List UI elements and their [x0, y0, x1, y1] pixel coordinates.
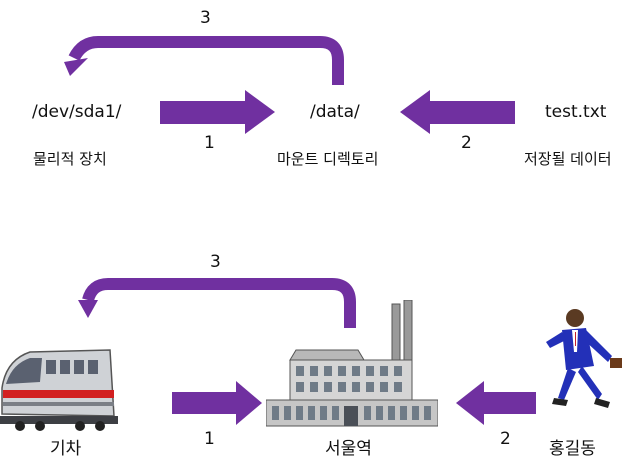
top-step-2-label: 2: [461, 133, 472, 153]
top-arrow-3: [64, 36, 344, 85]
bottom-middle-caption: 서울역: [325, 439, 372, 459]
bottom-step-1-label: 1: [204, 429, 215, 449]
top-source-path: /dev/sda1/: [32, 102, 122, 122]
top-target-path: test.txt: [545, 102, 607, 122]
bottom-step-2-label: 2: [500, 429, 511, 449]
running-man-icon: [546, 309, 622, 408]
top-source-caption: 물리적 장치: [33, 150, 107, 168]
top-step-1-label: 1: [204, 133, 215, 153]
bottom-target-caption: 홍길동: [549, 439, 596, 459]
bottom-arrow-2: [456, 381, 536, 425]
bottom-arrow-1: [172, 381, 262, 425]
top-middle-caption: 마운트 디렉토리: [277, 150, 379, 168]
top-arrow-2: [400, 90, 515, 134]
station-building-icon: [266, 300, 438, 427]
bottom-source-caption: 기차: [50, 439, 82, 459]
top-target-caption: 저장될 데이터: [524, 150, 612, 168]
train-icon: [0, 349, 118, 431]
top-middle-path: /data/: [310, 102, 360, 122]
top-arrow-1: [160, 90, 275, 134]
bottom-arrow-3: [78, 278, 356, 328]
bottom-step-3-label: 3: [210, 252, 221, 272]
top-step-3-label: 3: [200, 8, 211, 28]
